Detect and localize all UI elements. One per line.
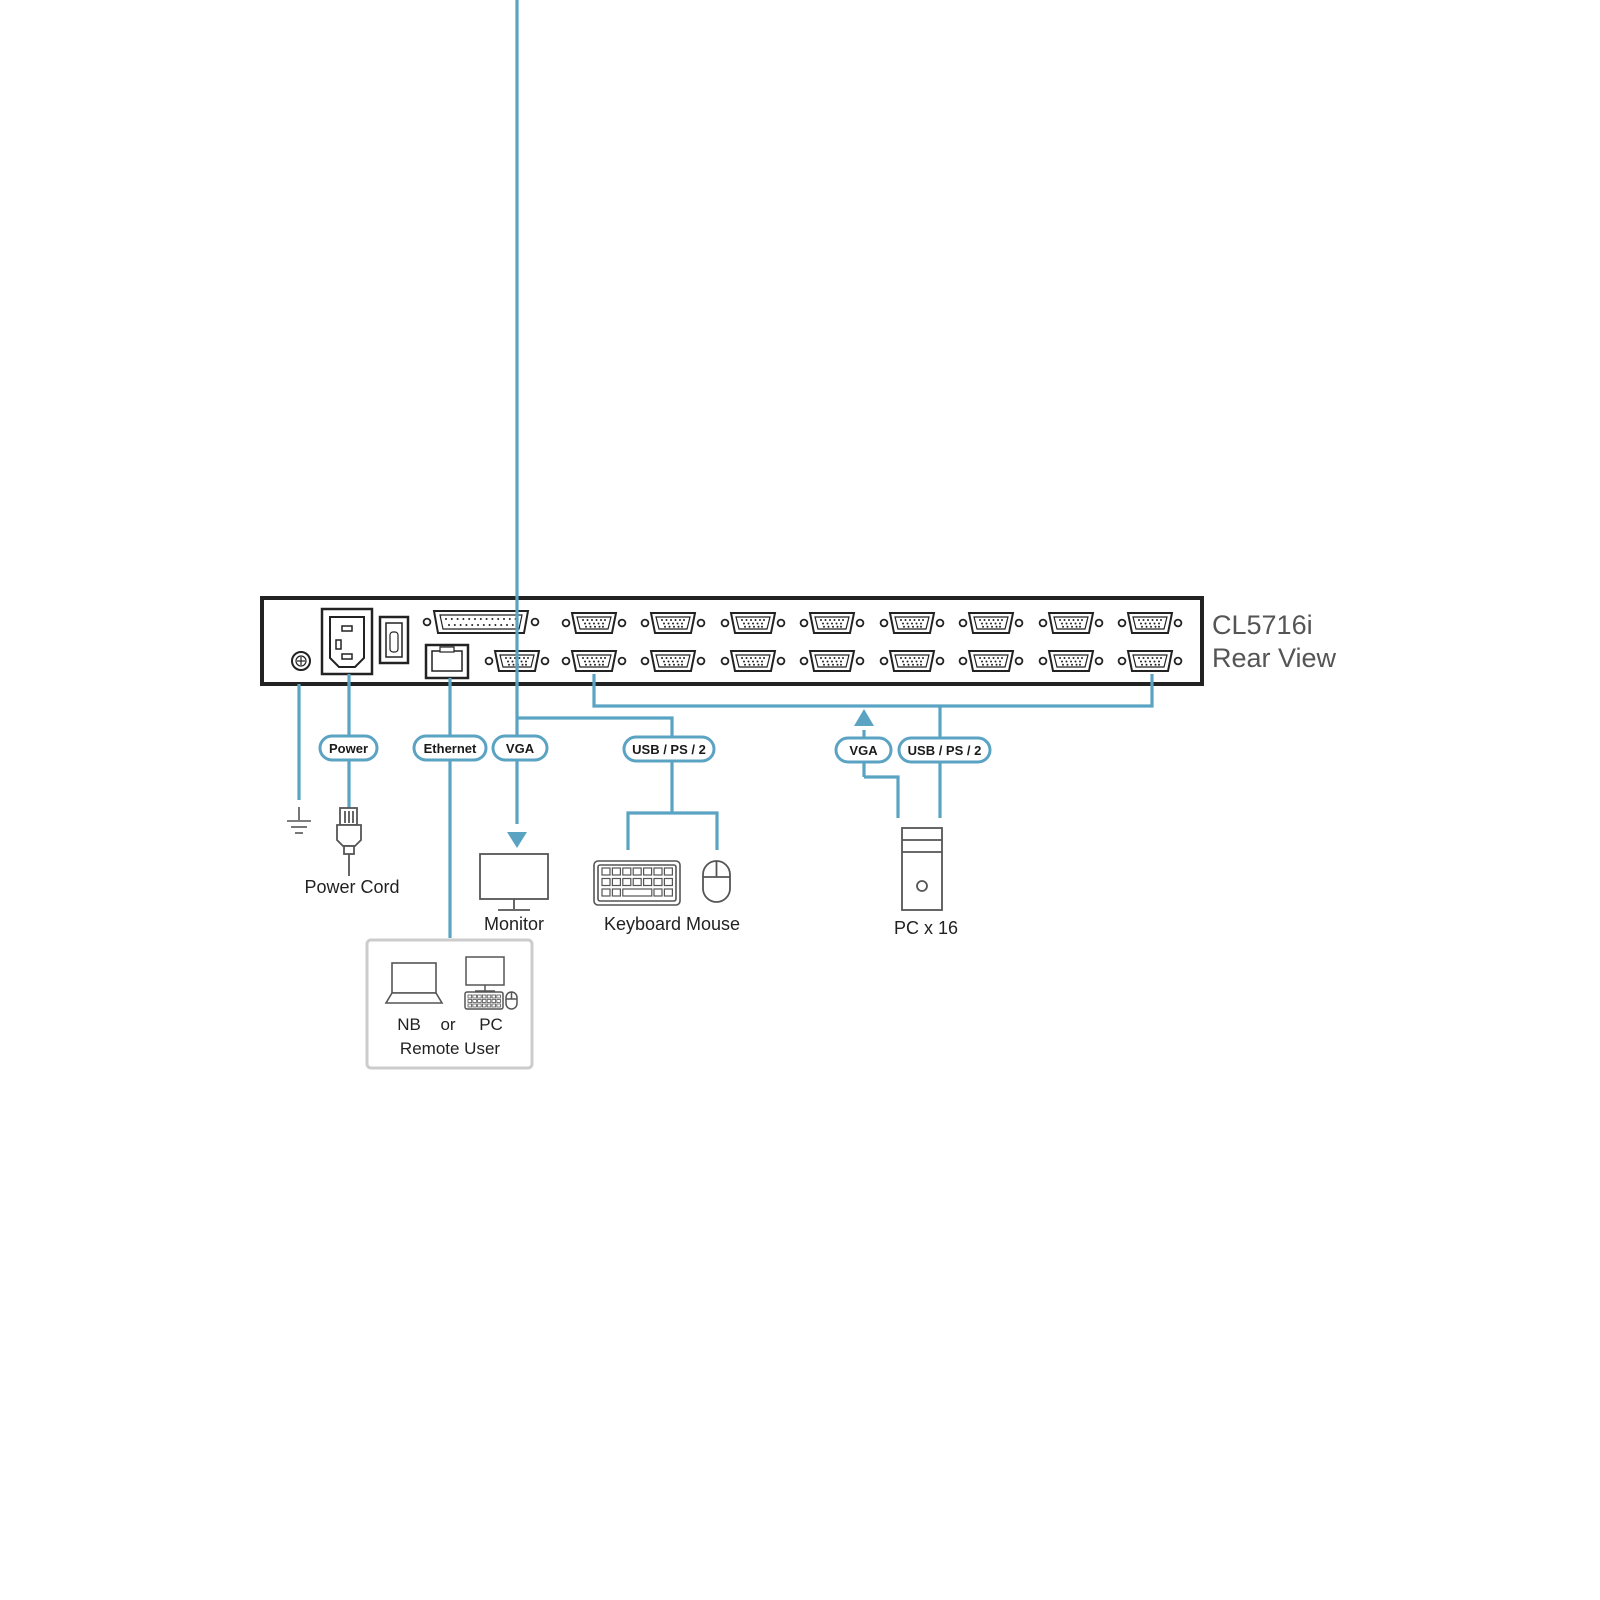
- svg-text:USB / PS / 2: USB / PS / 2: [908, 743, 982, 758]
- pc-usb-label-pill: USB / PS / 2: [897, 736, 992, 764]
- arrow-to-monitor-icon: [507, 832, 527, 848]
- monitor-caption: Monitor: [484, 914, 544, 934]
- power-label-pill: Power: [318, 734, 379, 762]
- keyboard-icon: [593, 860, 681, 906]
- model-name: CL5716i: [1212, 610, 1313, 640]
- nb-caption: NB: [397, 1015, 421, 1034]
- svg-text:VGA: VGA: [506, 741, 535, 756]
- pc-count-caption: PC x 16: [894, 918, 958, 938]
- pc-caption: PC: [479, 1015, 503, 1034]
- pc-bus-cable: [592, 674, 1154, 708]
- monitor-icon: [479, 853, 549, 911]
- cables: [297, 0, 1154, 938]
- svg-text:Power: Power: [329, 741, 368, 756]
- view-label: Rear View: [1212, 643, 1337, 673]
- or-caption: or: [440, 1015, 455, 1034]
- ethernet-port-icon: [424, 643, 470, 680]
- pc-vga-label-pill: VGA: [834, 736, 893, 764]
- svg-text:USB / PS / 2: USB / PS / 2: [632, 742, 706, 757]
- laptop-icon: [384, 962, 444, 1004]
- ethernet-label-pill: Ethernet: [412, 734, 488, 762]
- desktop-pc-icon: [464, 956, 518, 1010]
- svg-text:Ethernet: Ethernet: [424, 741, 477, 756]
- remote-user-caption: Remote User: [400, 1039, 500, 1058]
- power-inlet-icon: [320, 607, 374, 676]
- console-usb-cable: [517, 716, 674, 813]
- console-vga-label-pill: VGA: [491, 734, 549, 762]
- mouse-icon: [702, 860, 731, 903]
- pc-tower-icon: [901, 827, 943, 911]
- power-switch-icon: [378, 615, 410, 665]
- keyboard-mouse-caption: Keyboard Mouse: [604, 914, 740, 934]
- power-cord-caption: Power Cord: [304, 877, 399, 897]
- console-usb-label-pill: USB / PS / 2: [622, 735, 716, 763]
- power-plug-icon: [336, 807, 362, 876]
- ground-screw-icon: [291, 651, 311, 671]
- db25-port-icon: [422, 610, 540, 634]
- arrow-from-pc-icon: [854, 709, 874, 726]
- ground-icon: [287, 807, 311, 834]
- svg-text:VGA: VGA: [849, 743, 878, 758]
